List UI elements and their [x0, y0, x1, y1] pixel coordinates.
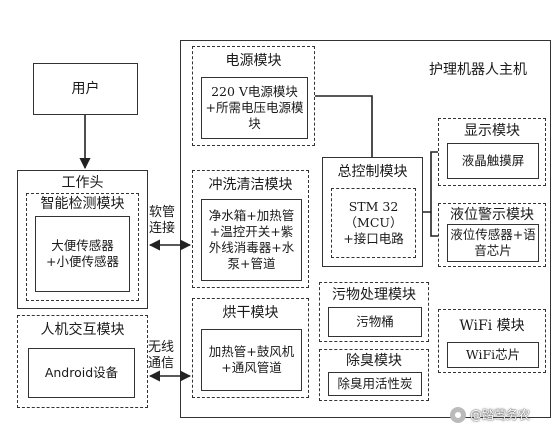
hmi-content-box: Android设备 [28, 348, 135, 398]
power-content: 220 V电源模块+所需电压电源模块 [205, 84, 304, 131]
deodor-module-box: 除臭模块 除臭用活性炭 [319, 349, 429, 401]
power-content-box: 220 V电源模块+所需电压电源模块 [201, 77, 308, 139]
waste-module-box: 污物处理模块 污物桶 [319, 282, 429, 342]
dry-content: 加热管+鼓风机+通风管道 [208, 344, 295, 375]
display-content: 液晶触摸屏 [461, 153, 525, 168]
wifi-module-box: WiFi 模块 WiFi芯片 [438, 309, 546, 373]
watermark-text: @踏莺务农 [470, 408, 531, 422]
workhead-title: 工作头 [61, 175, 104, 191]
power-module-title: 电源模块 [225, 53, 282, 69]
hmi-module-title: 人机交互模块 [40, 322, 125, 338]
watermark-logo-icon [450, 406, 466, 423]
control-content-box: STM 32（MCU）+接口电路 [331, 188, 416, 258]
waste-module-title: 污物处理模块 [332, 287, 416, 303]
wifi-module-title: WiFi 模块 [459, 318, 525, 334]
flush-content-box: 净水箱+加热管+温控开关+紫外线消毒器+水泵+管道 [201, 199, 302, 281]
wifi-content: WiFi芯片 [465, 347, 521, 362]
deodor-module-title: 除臭模块 [346, 353, 402, 369]
flush-module-title: 冲洗清洁模块 [208, 177, 293, 193]
main-unit-title: 护理机器人主机 [429, 62, 527, 78]
power-module-box: 电源模块 220 V电源模块+所需电压电源模块 [192, 46, 315, 146]
hmi-content: Android设备 [44, 365, 119, 380]
wireless-link-label: 无线通信 [147, 340, 174, 371]
detect-module-title: 智能检测模块 [40, 196, 125, 212]
flush-content: 净水箱+加热管+温控开关+紫外线消毒器+水泵+管道 [208, 208, 295, 271]
alarm-module-title: 液位警示模块 [450, 207, 534, 223]
line-control-to-display [423, 151, 438, 213]
control-module-title: 总控制模块 [337, 164, 408, 180]
line-control-to-alarm [430, 212, 438, 237]
user-box: 用户 [33, 63, 138, 115]
hose-link-label: 软管连接 [148, 205, 175, 236]
hmi-module-box: 人机交互模块 Android设备 [17, 315, 148, 408]
deodor-content-box: 除臭用活性炭 [328, 372, 422, 396]
wifi-content-box: WiFi芯片 [447, 342, 539, 368]
alarm-module-box: 液位警示模块 液位传感器+语音芯片 [438, 203, 546, 267]
display-content-box: 液晶触摸屏 [447, 143, 539, 179]
watermark: @踏莺务农 [450, 406, 530, 423]
flush-module-box: 冲洗清洁模块 净水箱+加热管+温控开关+紫外线消毒器+水泵+管道 [192, 170, 309, 288]
control-content: STM 32（MCU）+接口电路 [343, 199, 404, 246]
detect-module-content-box: 大便传感器+小便传感器 [35, 216, 130, 292]
workhead-box: 工作头 智能检测模块 大便传感器+小便传感器 [17, 170, 148, 309]
display-module-title: 显示模块 [464, 123, 520, 139]
dry-module-title: 烘干模块 [222, 305, 279, 321]
waste-content: 污物桶 [356, 314, 394, 329]
line-power-to-control [315, 95, 373, 157]
dry-content-box: 加热管+鼓风机+通风管道 [201, 329, 302, 391]
deodor-content: 除臭用活性炭 [337, 376, 413, 391]
detect-module-content: 大便传感器+小便传感器 [46, 238, 119, 269]
dry-module-box: 烘干模块 加热管+鼓风机+通风管道 [192, 298, 309, 398]
display-module-box: 显示模块 液晶触摸屏 [438, 118, 546, 186]
alarm-content: 液位传感器+语音芯片 [450, 227, 536, 258]
alarm-content-box: 液位传感器+语音芯片 [447, 224, 539, 262]
waste-content-box: 污物桶 [328, 307, 422, 337]
detect-module-box: 智能检测模块 大便传感器+小便传感器 [26, 193, 139, 301]
control-module-box: 总控制模块 STM 32（MCU）+接口电路 [322, 157, 423, 267]
user-label: 用户 [71, 81, 100, 97]
